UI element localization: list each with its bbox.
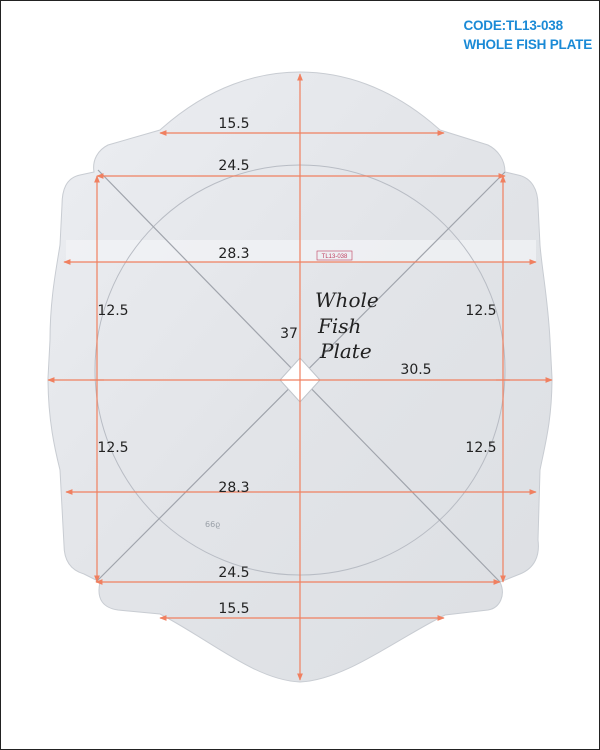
dim-label-bottom-28: 28.3	[218, 480, 249, 496]
handwriting-line-2: Fish	[317, 314, 361, 338]
dim-label-top-28: 28.3	[218, 246, 249, 262]
pencil-note: 66ϱ	[205, 520, 220, 529]
dim-label-right-lower: 12.5	[465, 440, 496, 456]
dim-label-top-15: 15.5	[218, 116, 249, 132]
product-code: CODE:TL13-038	[463, 18, 563, 33]
dim-label-top-24: 24.5	[218, 158, 249, 174]
dim-label-center-height: 37	[280, 326, 298, 342]
dim-label-right-upper: 12.5	[465, 303, 496, 319]
tape-strip	[66, 240, 536, 262]
handwriting-line-3: Plate	[319, 339, 372, 363]
dim-label-center-width: 30.5	[400, 362, 431, 378]
dim-label-bottom-24: 24.5	[218, 565, 249, 581]
product-name: WHOLE FISH PLATE	[463, 37, 592, 52]
dim-label-bottom-15: 15.5	[218, 601, 249, 617]
product-header: CODE:TL13-038 WHOLE FISH PLATE	[463, 16, 592, 54]
stamp-text: TL13-038	[322, 254, 348, 260]
dim-label-left-lower: 12.5	[97, 440, 128, 456]
stamp-box	[316, 250, 353, 261]
handwriting-line-1: Whole	[315, 288, 379, 312]
dim-label-left-upper: 12.5	[97, 303, 128, 319]
